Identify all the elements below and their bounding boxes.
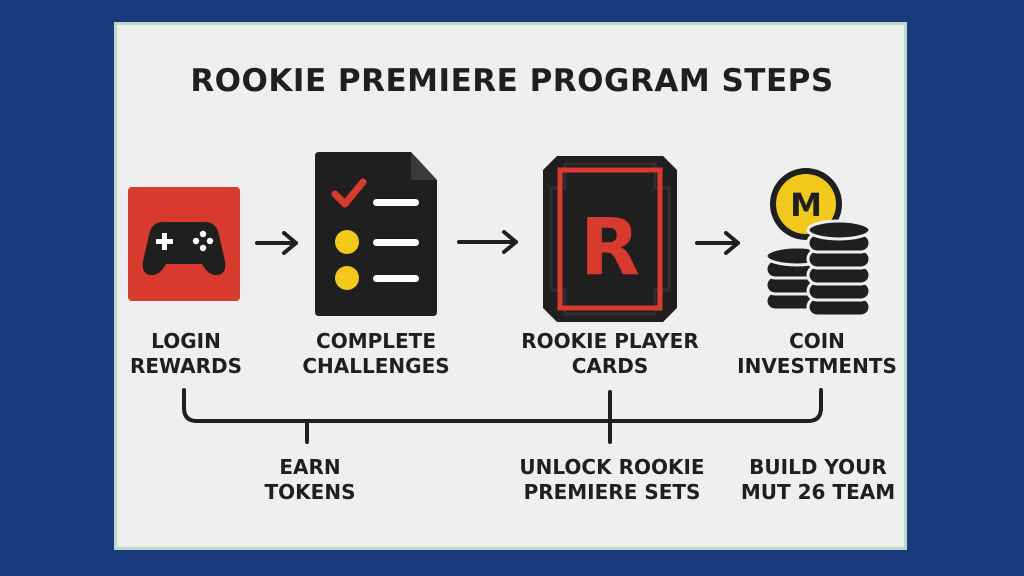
page-title: ROOKIE PREMIERE PROGRAM STEPS	[190, 63, 834, 99]
gamepad-icon	[128, 187, 240, 301]
coin-stack-icon: M	[764, 168, 872, 318]
checklist-icon	[315, 152, 437, 316]
arrow-icon	[457, 230, 518, 254]
arrow-icon	[695, 231, 740, 255]
rookie-card-icon: R	[543, 156, 677, 322]
arrow-icon	[255, 231, 298, 255]
card-letter: R	[580, 203, 640, 293]
coin-letter: M	[790, 186, 822, 224]
